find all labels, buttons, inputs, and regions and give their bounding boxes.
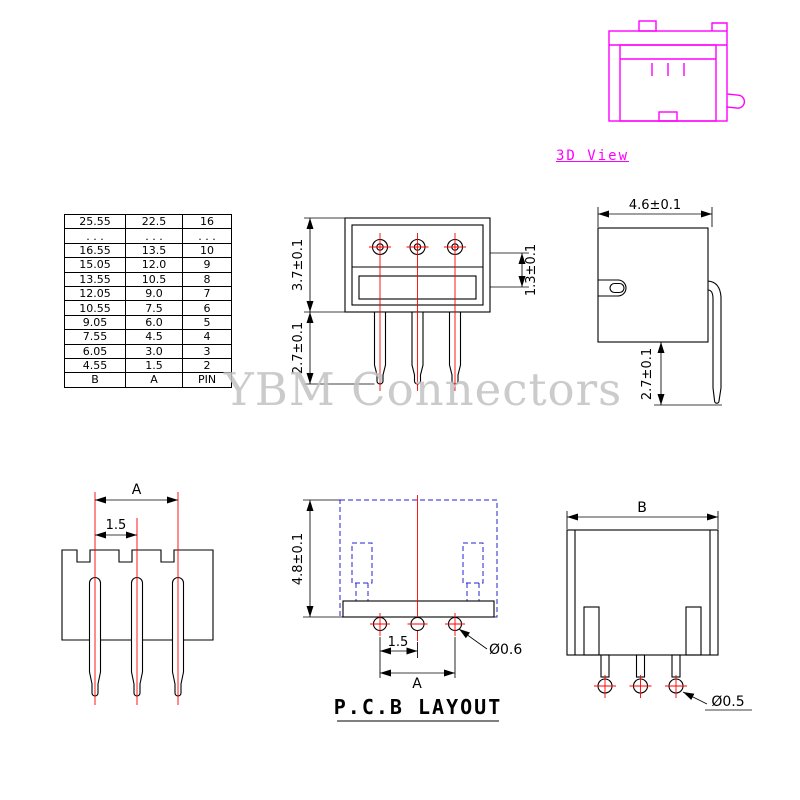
view-3d-link[interactable]: 3D View xyxy=(556,148,630,164)
table-cell: . . . xyxy=(125,228,183,244)
table-cell: 12.05 xyxy=(64,285,126,302)
table-cell: 4.5 xyxy=(125,329,183,345)
table-cell: 3.0 xyxy=(125,343,183,359)
front-dim-slot-height: 1.3±0.1 xyxy=(524,244,539,296)
side-dim-depth: 4.6±0.1 xyxy=(629,198,681,213)
table-cell: 9.05 xyxy=(64,314,126,331)
table-cell: 2 xyxy=(182,357,232,374)
table-cell: 9 xyxy=(182,257,232,273)
table-cell: 9.0 xyxy=(125,285,183,302)
rear-dim-hole-dia: Ø0.5 xyxy=(711,694,744,710)
table-cell: 7.55 xyxy=(64,329,126,345)
rear-dim-width: B xyxy=(637,500,647,516)
table-header-cell: B xyxy=(64,372,126,388)
table-header-cell: PIN xyxy=(182,372,232,388)
pcb-layout-view: 4.8±0.1 1.5 A Ø0.6 P.C.B LAYOUT xyxy=(291,495,522,722)
front-view: 3.7±0.1 2.7±0.1 1.3±0.1 xyxy=(291,217,539,391)
pcb-dim-hole-dia: Ø0.6 xyxy=(489,642,522,658)
table-cell: 8 xyxy=(182,271,232,287)
pcb-dim-height: 4.8±0.1 xyxy=(291,533,306,585)
pcb-dim-span: A xyxy=(412,676,422,692)
bottom-dim-span: A xyxy=(132,482,142,498)
table-cell: 10.5 xyxy=(125,271,183,287)
table-cell: 25.55 xyxy=(64,213,126,230)
view-3d-drawing xyxy=(608,20,746,122)
rear-view: B Ø0.5 xyxy=(566,500,752,711)
table-header-cell: A xyxy=(125,372,183,388)
table-cell: 10.55 xyxy=(64,300,126,316)
table-cell: 3 xyxy=(182,343,232,359)
table-cell: 7 xyxy=(182,285,232,302)
table-cell: 13.55 xyxy=(64,271,126,287)
table-cell: 6 xyxy=(182,300,232,316)
bottom-view: A 1.5 xyxy=(61,482,214,705)
table-cell: 22.5 xyxy=(125,213,183,230)
front-dim-pin-length: 2.7±0.1 xyxy=(291,322,306,374)
table-cell: . . . xyxy=(182,228,232,244)
table-cell: 4 xyxy=(182,329,232,345)
pcb-layout-title: P.C.B LAYOUT xyxy=(334,695,503,719)
side-view: 4.6±0.1 2.7±0.1 xyxy=(597,198,722,406)
table-cell: 13.5 xyxy=(125,242,183,259)
table-cell: 7.5 xyxy=(125,300,183,316)
table-cell: 6.05 xyxy=(64,343,126,359)
table-cell: 6.0 xyxy=(125,314,183,331)
table-cell: 1.5 xyxy=(125,357,183,374)
table-row: . . .. . .. . . xyxy=(64,228,232,244)
table-cell: 5 xyxy=(182,314,232,331)
pcb-dim-pitch: 1.5 xyxy=(388,635,409,650)
front-dim-body-height: 3.7±0.1 xyxy=(291,239,306,291)
table-cell: 4.55 xyxy=(64,357,126,374)
table-cell: 12.0 xyxy=(125,257,183,273)
table-cell: 10 xyxy=(182,242,232,259)
side-dim-pin-length: 2.7±0.1 xyxy=(640,348,655,400)
table-cell: . . . xyxy=(64,228,126,244)
table-cell: 16.55 xyxy=(64,242,126,259)
bottom-dim-pitch: 1.5 xyxy=(106,518,127,533)
table-cell: 15.05 xyxy=(64,257,126,273)
table-cell: 16 xyxy=(182,213,232,230)
